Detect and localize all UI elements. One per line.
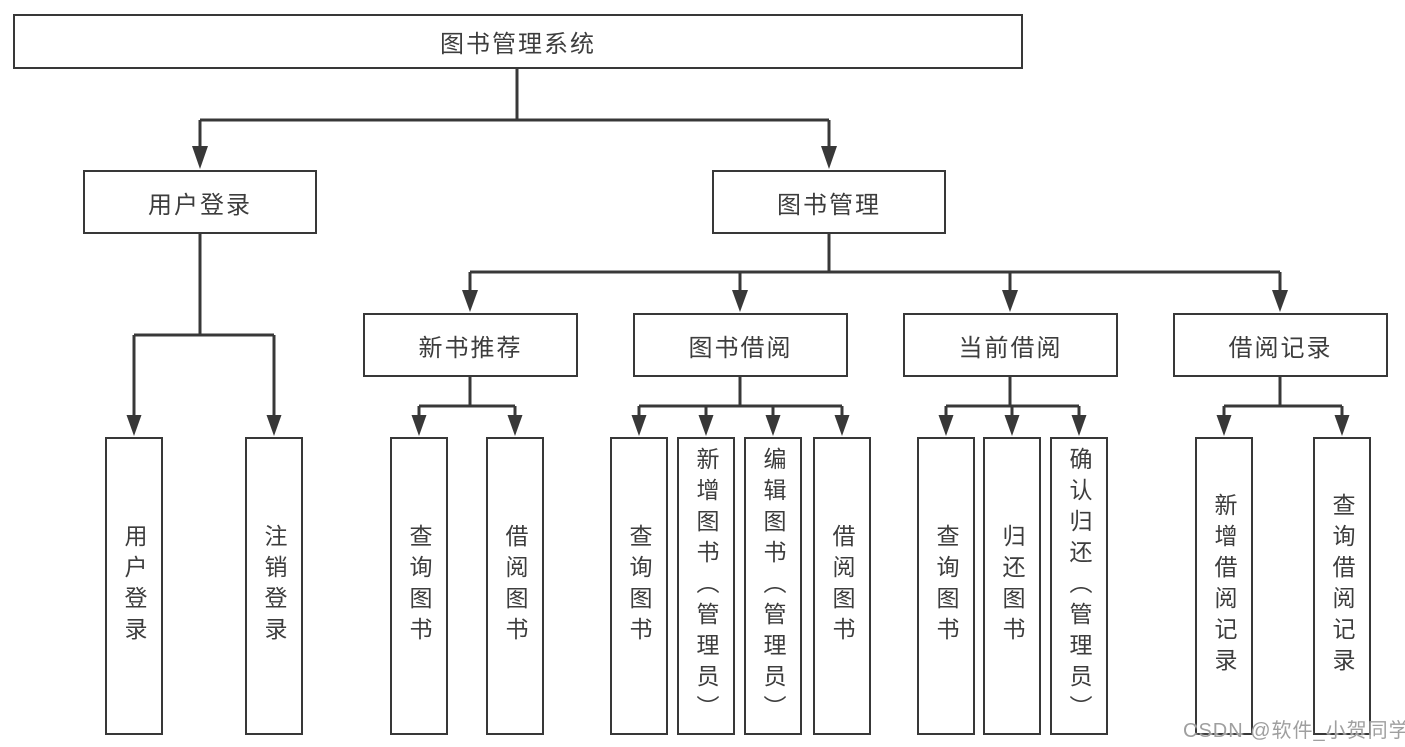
leaf-borrowing-query-books: 查询图书 (610, 437, 668, 735)
connector-records-branch (1216, 377, 1350, 436)
node-root-system: 图书管理系统 (13, 14, 1023, 69)
leaf-current-confirm-return-admin: 确认归还（管理员） (1050, 437, 1108, 735)
connector-root-to-level2 (192, 69, 837, 169)
leaf-borrowing-borrow-books: 借阅图书 (813, 437, 871, 735)
connector-current-branch (938, 377, 1087, 436)
leaf-records-add-record: 新增借阅记录 (1195, 437, 1253, 735)
node-new-book-recommend: 新书推荐 (363, 313, 578, 377)
connector-user-login-branch (126, 234, 282, 436)
node-user-login: 用户登录 (83, 170, 317, 234)
leaf-newbook-borrow-books: 借阅图书 (486, 437, 544, 735)
leaf-borrowing-edit-books-admin: 编辑图书（管理员） (744, 437, 802, 735)
node-borrowing-records: 借阅记录 (1173, 313, 1388, 377)
connector-new-book-branch (411, 377, 523, 436)
csdn-watermark: CSDN @软件_小贺同学 (1183, 720, 1405, 742)
node-current-borrowing: 当前借阅 (903, 313, 1118, 377)
node-book-borrowing: 图书借阅 (633, 313, 848, 377)
node-book-management: 图书管理 (712, 170, 946, 234)
leaf-current-query-books: 查询图书 (917, 437, 975, 735)
leaf-logout: 注销登录 (245, 437, 303, 735)
leaf-borrowing-add-books-admin: 新增图书（管理员） (677, 437, 735, 735)
leaf-current-return-books: 归还图书 (983, 437, 1041, 735)
leaf-records-query-record: 查询借阅记录 (1313, 437, 1371, 735)
leaf-newbook-query-books: 查询图书 (390, 437, 448, 735)
leaf-user-login: 用户登录 (105, 437, 163, 735)
connector-book-management-branch (462, 234, 1288, 312)
connector-borrowing-branch (631, 377, 850, 436)
